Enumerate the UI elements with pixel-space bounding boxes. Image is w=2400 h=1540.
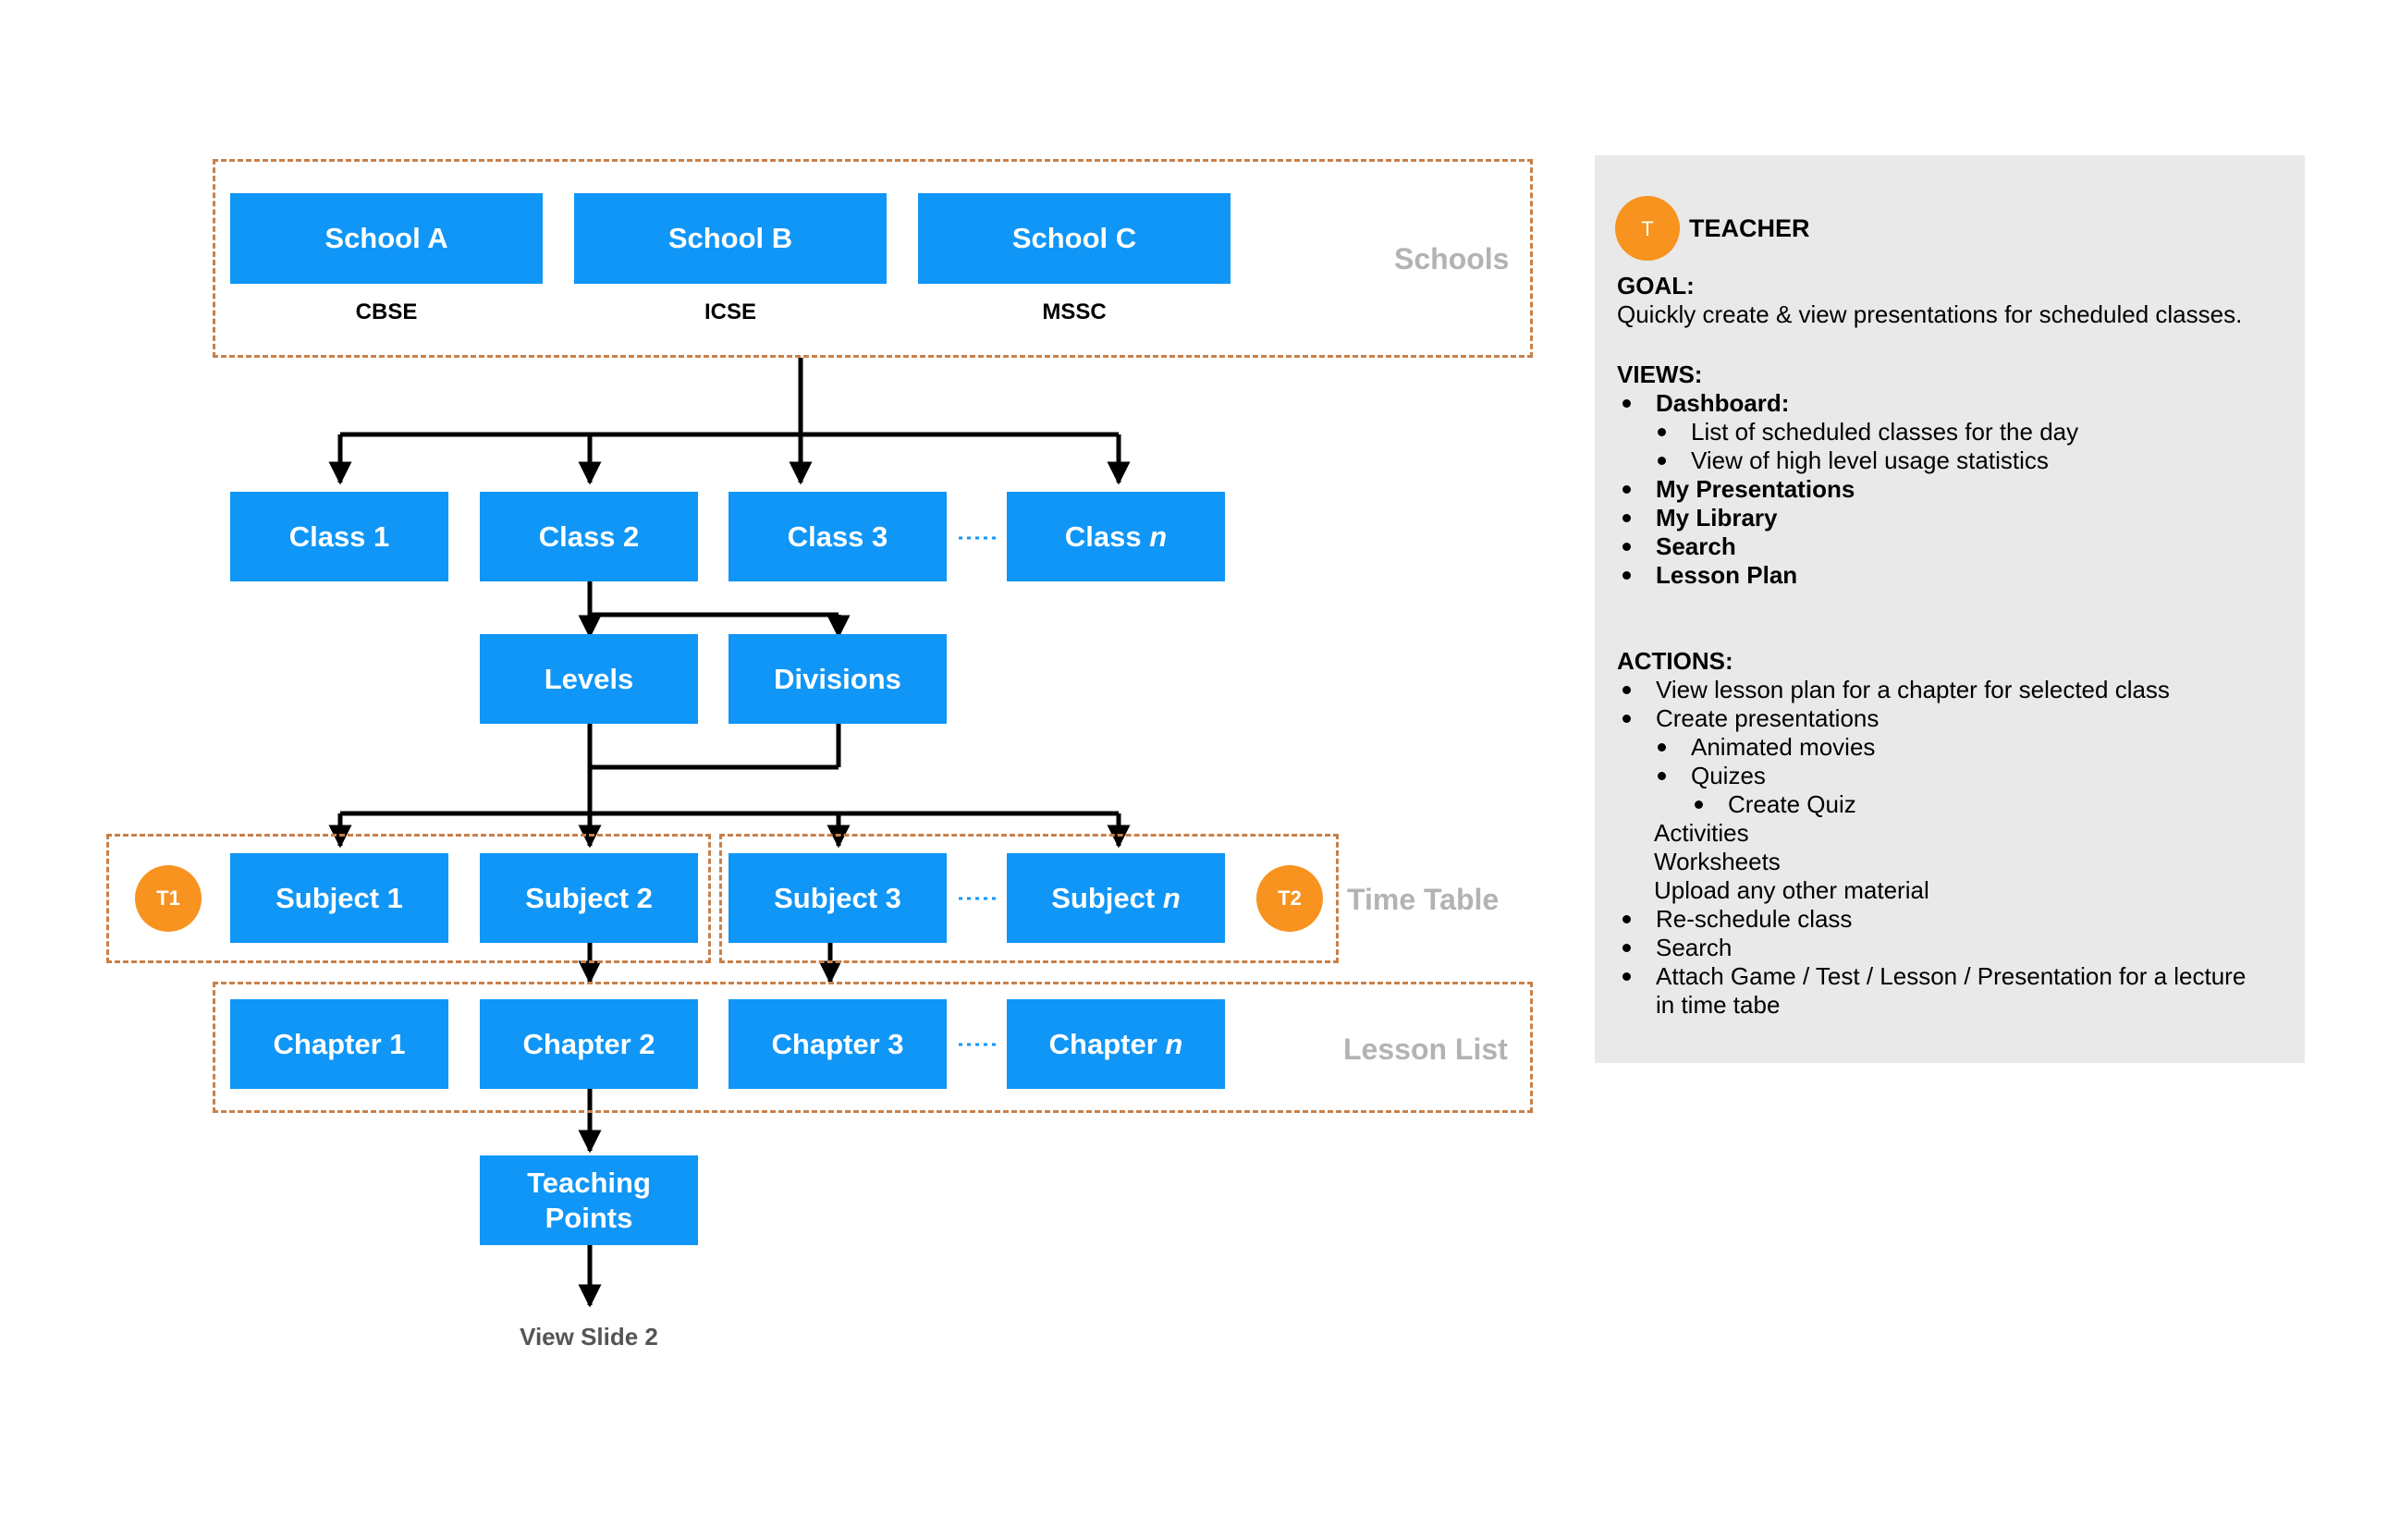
teacher-avatar-badge: T [1615, 196, 1680, 261]
chapter-n-text: Chapter [1048, 1027, 1157, 1060]
teaching-points-line1: Teaching [527, 1167, 651, 1200]
view-item-my-library: My Library [1617, 504, 2305, 532]
chapter-3-box[interactable]: Chapter 3 [729, 999, 947, 1089]
chapter-2-box[interactable]: Chapter 2 [480, 999, 698, 1089]
subject-n-box[interactable]: Subject n [1007, 853, 1225, 943]
action-attach-line1: Attach Game / Test / Lesson / Presentati… [1656, 962, 2247, 990]
view-subitem-statistics: View of high level usage statistics [1617, 446, 2305, 475]
action-text-activities: Activities [1654, 819, 1749, 847]
school-a-box[interactable]: School A [230, 193, 543, 284]
class-2-box[interactable]: Class 2 [480, 492, 698, 581]
subject-2-box[interactable]: Subject 2 [480, 853, 698, 943]
action-text-upload: Upload any other material [1654, 876, 1929, 904]
view-slide-link[interactable]: View Slide 2 [520, 1323, 658, 1351]
teaching-points-line2: Points [545, 1201, 633, 1234]
class-1-box[interactable]: Class 1 [230, 492, 448, 581]
action-subitem-create-quiz: Create Quiz [1617, 790, 2305, 819]
lesson-list-label: Lesson List [1343, 1033, 1508, 1066]
panel-role-title: TEACHER [1689, 214, 1810, 242]
action-item-attach: Attach Game / Test / Lesson / Presentati… [1617, 962, 2305, 1020]
teaching-points-box[interactable]: Teaching Points [480, 1155, 698, 1245]
actions-heading: ACTIONS: [1617, 647, 1733, 675]
goal-text: Quickly create & view presentations for … [1617, 300, 2243, 328]
chapter-1-box[interactable]: Chapter 1 [230, 999, 448, 1089]
view-item-my-presentations: My Presentations [1617, 475, 2305, 504]
action-item-view-lesson-plan: View lesson plan for a chapter for selec… [1617, 676, 2305, 704]
action-item-create-presentations: Create presentations [1617, 704, 2305, 733]
timetable-frame-t2 [719, 834, 1339, 963]
levels-box[interactable]: Levels [480, 634, 698, 724]
views-heading: VIEWS: [1617, 361, 1703, 388]
school-c-box[interactable]: School C [918, 193, 1231, 284]
school-c-board: MSSC [1042, 299, 1107, 324]
timetable-badge-t2: T2 [1256, 865, 1323, 932]
class-n-text: Class [1064, 519, 1142, 553]
subject-n-variable: n [1162, 881, 1181, 914]
school-b-board: ICSE [704, 299, 756, 324]
action-subitem-quizes: Quizes [1617, 762, 2305, 790]
views-list: Dashboard: List of scheduled classes for… [1617, 389, 2305, 590]
action-item-search: Search [1617, 934, 2305, 962]
timetable-label: Time Table [1347, 883, 1500, 916]
timetable-badge-t1: T1 [135, 865, 202, 932]
subject-3-box[interactable]: Subject 3 [729, 853, 947, 943]
timetable-frame-t1 [106, 834, 711, 963]
action-item-reschedule: Re-schedule class [1617, 905, 2305, 934]
class-3-box[interactable]: Class 3 [729, 492, 947, 581]
action-text-worksheets: Worksheets [1654, 848, 1781, 875]
school-b-box[interactable]: School B [574, 193, 887, 284]
subject-n-text: Subject [1051, 881, 1156, 914]
view-item-lesson-plan: Lesson Plan [1617, 561, 2305, 590]
view-item-dashboard: Dashboard: [1617, 389, 2305, 418]
view-subitem-scheduled: List of scheduled classes for the day [1617, 418, 2305, 446]
class-n-variable: n [1149, 519, 1168, 553]
actions-list: View lesson plan for a chapter for selec… [1617, 676, 2305, 1020]
chapter-n-box[interactable]: Chapter n [1007, 999, 1225, 1089]
school-a-board: CBSE [355, 299, 418, 324]
panel-header: T TEACHER [1615, 196, 2305, 261]
subject-1-box[interactable]: Subject 1 [230, 853, 448, 943]
schools-group-frame [213, 159, 1533, 358]
schools-group-label: Schools [1394, 242, 1510, 275]
action-attach-line2: in time tabe [1656, 991, 1781, 1019]
lesson-list-frame [213, 982, 1533, 1113]
view-item-search: Search [1617, 532, 2305, 561]
teacher-persona-panel: T TEACHER GOAL: Quickly create & view pr… [1595, 155, 2305, 1063]
action-subitem-animated-movies: Animated movies [1617, 733, 2305, 762]
goal-heading: GOAL: [1617, 272, 1695, 299]
chapter-n-variable: n [1165, 1027, 1183, 1060]
divisions-box[interactable]: Divisions [729, 634, 947, 724]
class-n-box[interactable]: Class n [1007, 492, 1225, 581]
